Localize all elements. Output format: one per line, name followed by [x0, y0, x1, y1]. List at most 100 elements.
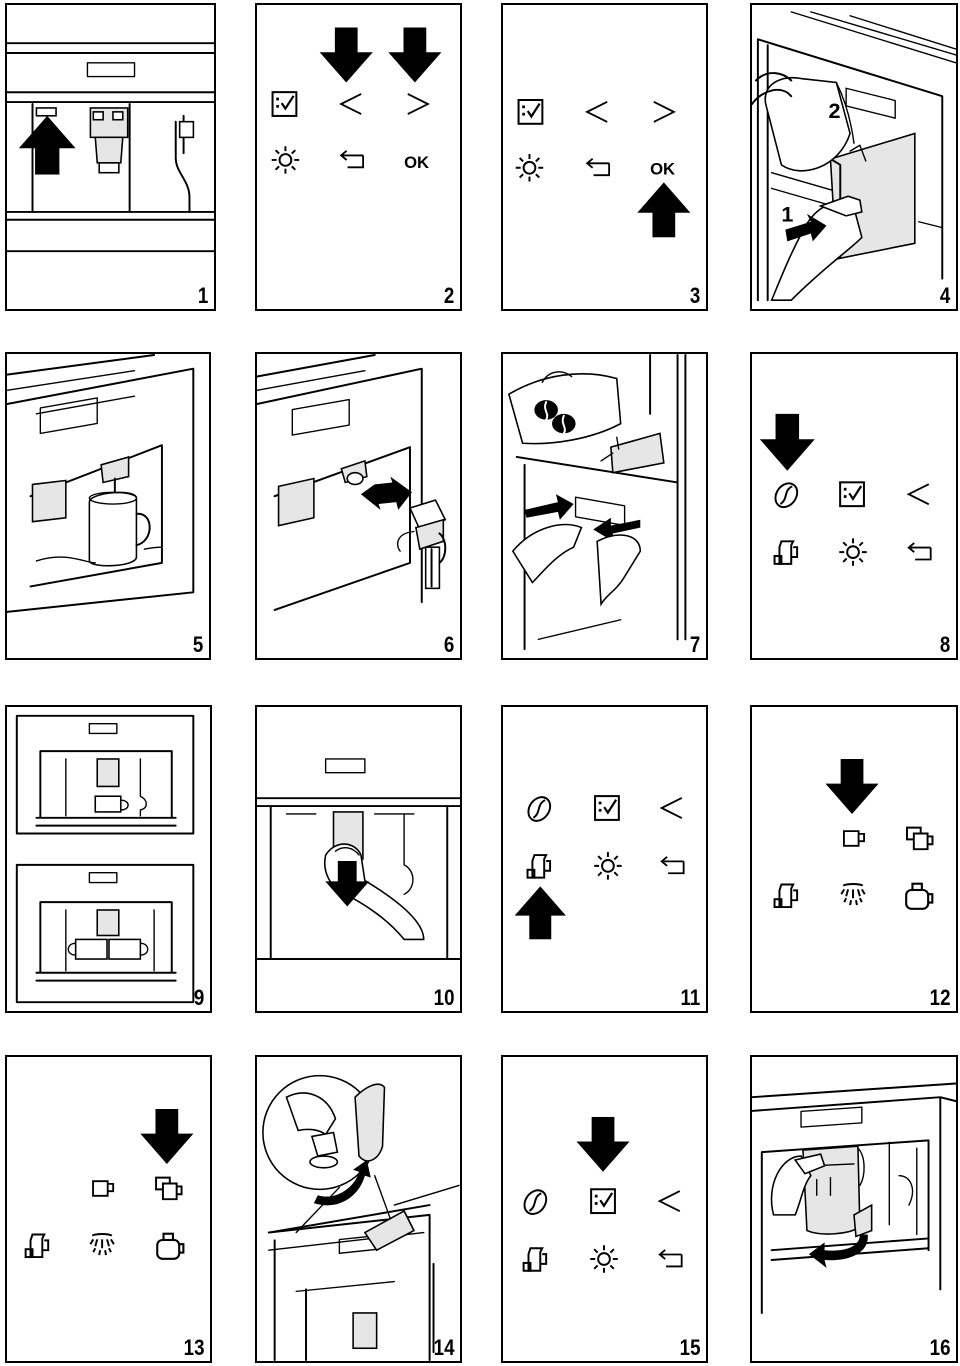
- illustration-cup-under-spout: [7, 354, 195, 613]
- chevron-left-icon: [658, 1190, 681, 1213]
- checklist-icon: [517, 98, 544, 125]
- steam-icon: [89, 1233, 115, 1257]
- illustration-attach-milk-tube: [257, 354, 447, 611]
- panel-12: 12: [750, 705, 958, 1013]
- panel-14: 14: [255, 1055, 462, 1363]
- arrow-double-icon: [360, 476, 412, 510]
- control-panel: [759, 413, 932, 567]
- light-icon: [514, 153, 545, 183]
- control-panel: [514, 794, 685, 940]
- light-icon: [593, 851, 623, 881]
- panel-number: 7: [689, 632, 700, 657]
- panel-number: 4: [939, 283, 950, 308]
- panel-16: 16: [750, 1055, 958, 1363]
- chevron-left-icon: [586, 100, 609, 123]
- panel-number: 3: [689, 283, 700, 308]
- ok-label: OK: [404, 153, 429, 172]
- checklist-icon: [839, 481, 866, 508]
- arrow-pull-icon: [785, 213, 827, 242]
- step-label: 1: [781, 202, 793, 227]
- illustration-adjust-spout: [257, 758, 460, 961]
- milk-jug-icon: [522, 1247, 548, 1272]
- milk-jug-icon: [773, 883, 799, 909]
- chevron-right-icon: [652, 100, 675, 123]
- panel-6: 6: [255, 352, 462, 660]
- back-icon: [660, 855, 685, 875]
- control-panel: [520, 1116, 683, 1274]
- panel-number: 1: [197, 283, 208, 308]
- arrow-down-icon: [140, 1108, 194, 1164]
- control-panel: OK: [270, 27, 442, 175]
- panel-number: 5: [192, 632, 203, 657]
- panel-number: 14: [433, 1335, 454, 1360]
- arrow-down-icon: [759, 413, 815, 471]
- checklist-icon: [593, 795, 620, 822]
- panel-2: OK 2: [255, 3, 462, 311]
- panel-number: 13: [183, 1335, 204, 1360]
- arrow-rotate-icon: [808, 1234, 868, 1268]
- chevron-left-icon: [340, 93, 363, 116]
- double-cup-icon: [155, 1176, 183, 1201]
- panel-number: 2: [443, 283, 454, 308]
- panel-15: 15: [501, 1055, 708, 1363]
- panel-number: 11: [680, 985, 700, 1010]
- back-icon: [340, 149, 365, 169]
- panel-4: 2 1 4: [750, 3, 958, 311]
- milk-jug-icon: [24, 1233, 50, 1259]
- panel-10: 10: [255, 705, 462, 1013]
- arrow-up-icon: [637, 182, 691, 238]
- ok-label: OK: [650, 160, 675, 179]
- panel-13: 13: [5, 1055, 212, 1363]
- cup-icon: [843, 830, 865, 847]
- panel-5: 5: [5, 352, 211, 660]
- panel-number: 15: [679, 1335, 700, 1360]
- illustration-fill-water-tank: 2 1: [752, 11, 956, 302]
- arrow-down-icon: [388, 27, 442, 83]
- panel-number: 10: [433, 985, 454, 1010]
- illustration-remove-brew-unit: [752, 1082, 956, 1314]
- step-label: 2: [829, 98, 841, 123]
- panel-number: 8: [939, 632, 950, 657]
- light-icon: [589, 1244, 619, 1274]
- double-cup-icon: [905, 826, 934, 851]
- back-icon: [658, 1248, 683, 1268]
- illustration-refill-beans: [507, 354, 687, 651]
- arrow-up-icon: [514, 886, 566, 940]
- coffee-bean-icon: [771, 480, 802, 510]
- milk-jug-icon: [773, 540, 799, 565]
- panel-1: 1: [5, 3, 216, 311]
- light-icon: [838, 537, 868, 567]
- arrow-left-icon: [524, 494, 574, 520]
- coffee-bean-icon: [520, 1187, 551, 1217]
- panel-3: OK 3: [501, 3, 708, 311]
- arrow-rotate-icon: [313, 1159, 371, 1206]
- checklist-icon: [271, 91, 298, 118]
- coffee-bean-icon: [524, 794, 554, 824]
- chevron-right-icon: [406, 93, 429, 116]
- checklist-icon: [590, 1188, 617, 1215]
- panel-7: 7: [501, 352, 708, 660]
- arrow-down-icon: [576, 1116, 630, 1172]
- milk-jug-icon: [526, 854, 552, 879]
- cup-icon: [92, 1180, 115, 1197]
- panel-number: 6: [443, 632, 454, 657]
- panel-number: 12: [929, 985, 950, 1010]
- chevron-left-icon: [907, 483, 930, 506]
- illustration-cup-placement: [15, 714, 195, 1004]
- illustration-grind-adjust: [262, 1074, 460, 1361]
- back-icon: [586, 157, 611, 177]
- panel-8: 8: [750, 352, 958, 660]
- panel-11: 11: [501, 705, 708, 1013]
- arrow-down-icon: [825, 758, 879, 814]
- panel-number: 16: [929, 1335, 950, 1360]
- control-panel: [773, 758, 934, 910]
- pot-icon: [905, 882, 934, 910]
- panel-9: 9: [5, 705, 212, 1013]
- arrow-up-icon: [18, 115, 76, 175]
- arrow-down-icon: [319, 27, 373, 83]
- steam-icon: [840, 883, 866, 907]
- arrow-right-icon: [593, 517, 641, 542]
- control-panel: [24, 1108, 194, 1260]
- panel-number: 9: [193, 985, 204, 1010]
- back-icon: [907, 542, 932, 561]
